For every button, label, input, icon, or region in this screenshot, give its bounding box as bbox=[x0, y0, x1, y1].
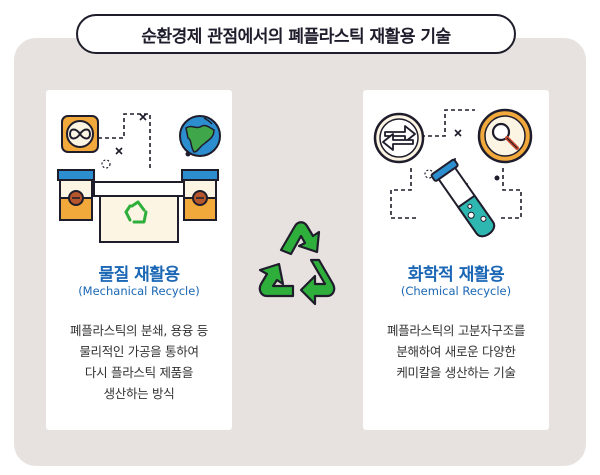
test-tube-icon bbox=[430, 158, 496, 238]
card-description: 폐플라스틱의 고분자구조를 분해하여 새로운 다양한 케미칼을 생산하는 기술 bbox=[369, 320, 543, 383]
description-line: 분해하여 새로운 다양한 bbox=[396, 344, 516, 359]
x-mark-icon bbox=[115, 147, 123, 155]
card-subtitle: (Chemical Recycle) bbox=[400, 284, 512, 298]
card-title: 화학적 재활용 bbox=[407, 265, 505, 285]
card-description: 폐플라스틱의 분쇄, 용융 등 물리적인 가공을 통하여 다시 플라스틱 제품을… bbox=[52, 320, 226, 404]
description-line: 다시 플라스틱 제품을 bbox=[84, 365, 194, 380]
globe-icon bbox=[179, 115, 221, 157]
dashed-connector bbox=[421, 109, 475, 137]
description-line: 케미칼을 생산하는 기술 bbox=[396, 365, 516, 380]
description-line: 폐플라스틱의 고분자구조를 bbox=[386, 323, 526, 338]
recycle-icon bbox=[258, 221, 336, 306]
card-subtitle: (Mechanical Recycle) bbox=[78, 284, 200, 298]
description-line: 폐플라스틱의 분쇄, 용융 등 bbox=[70, 323, 208, 338]
x-mark-icon bbox=[139, 113, 147, 121]
infinity-icon bbox=[61, 115, 99, 153]
mechanical-recycle-illustration bbox=[57, 113, 221, 243]
exchange-arrows-icon bbox=[373, 112, 425, 164]
dot-icon bbox=[494, 175, 500, 181]
recycle-box-icon bbox=[93, 181, 185, 243]
card-mechanical-recycle: 물질 재활용 (Mechanical Recycle) 폐플라스틱의 분쇄, 용… bbox=[46, 90, 232, 430]
page-title: 순환경제 관점에서의 폐플라스틱 재활용 기술 bbox=[76, 14, 516, 54]
dashed-connector bbox=[390, 168, 419, 219]
description-line: 생산하는 방식 bbox=[103, 386, 175, 401]
description-line: 물리적인 가공을 통하여 bbox=[79, 344, 199, 359]
card-chemical-recycle: 화학적 재활용 (Chemical Recycle) 폐플라스틱의 고분자구조를… bbox=[363, 90, 549, 430]
chemical-recycle-illustration bbox=[373, 108, 533, 238]
card-title: 물질 재활용 bbox=[98, 265, 180, 285]
dashed-connector bbox=[98, 113, 151, 168]
dotted-circle-icon bbox=[101, 159, 111, 169]
dashed-connector bbox=[499, 168, 522, 219]
x-mark-icon bbox=[454, 129, 462, 137]
container-icon bbox=[57, 169, 95, 221]
container-icon bbox=[181, 169, 219, 221]
magnifier-icon bbox=[477, 108, 533, 164]
